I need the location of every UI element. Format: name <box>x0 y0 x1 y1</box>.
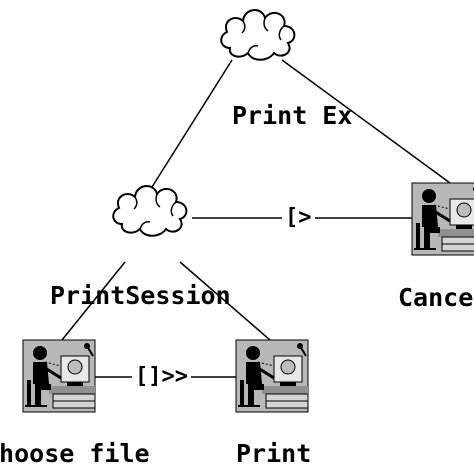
print-label: Print <box>236 439 312 468</box>
session-label: PrintSession <box>50 281 231 310</box>
root-cloud-icon <box>220 9 296 61</box>
session-cloud-icon <box>112 185 188 237</box>
operator-disabling: [> <box>282 207 315 229</box>
edge-root-session <box>151 59 233 188</box>
edge-root-cancel <box>281 59 451 184</box>
choose-file-label: Choose file <box>0 439 150 468</box>
cancel-user-at-computer-icon <box>410 181 474 257</box>
cancel-label: Cancel <box>398 283 474 312</box>
edge-session-print <box>179 261 271 341</box>
operator-enabling-with-info: []>> <box>132 366 191 388</box>
edge-session-choose <box>61 261 126 341</box>
choose-file-user-at-computer-icon <box>21 338 97 414</box>
root-label: Print Ex <box>232 101 353 130</box>
print-user-at-computer-icon <box>234 338 310 414</box>
